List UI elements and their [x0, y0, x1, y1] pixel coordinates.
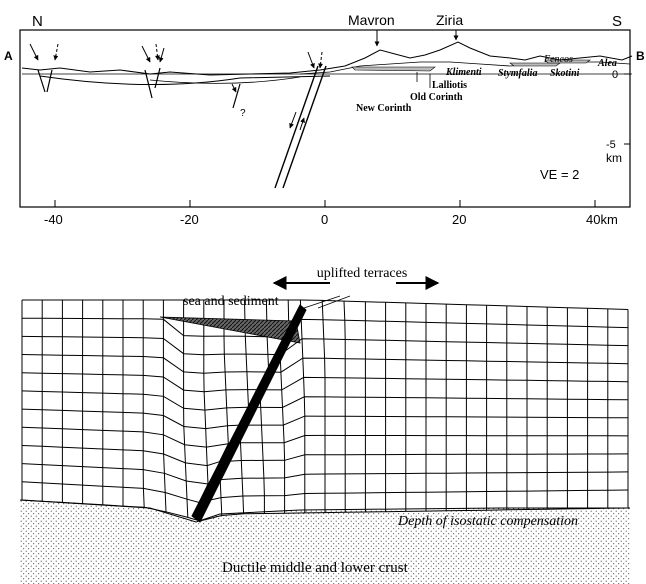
fault-arrow-5	[158, 47, 165, 63]
north-label: N	[32, 13, 43, 30]
master-fault-arrow-2	[318, 51, 324, 69]
grid-column-line	[299, 299, 306, 513]
x-tick-m20: -20	[180, 212, 199, 227]
south-lens-3	[544, 59, 591, 64]
feneos-label: Feneos	[543, 54, 573, 65]
depth-tick-0: 0	[612, 69, 618, 81]
depth-scale: 0 -5 km	[606, 69, 630, 165]
x-axis: -40 -20 0 20 40km	[44, 200, 618, 227]
fault-arrow-6	[231, 83, 237, 93]
main-fault	[191, 304, 307, 523]
fault-north-1	[37, 69, 46, 93]
basin-lower	[149, 76, 301, 84]
terrace-pointer-2	[317, 295, 351, 309]
fault-north-3	[144, 69, 153, 99]
x-tick-40: 40km	[586, 212, 618, 227]
master-fault-arrow-1	[307, 51, 315, 69]
master-fault-2	[282, 65, 327, 189]
section-end-a: A	[4, 49, 13, 63]
grid-column-line	[218, 300, 229, 516]
alea-label: Alea	[597, 58, 617, 69]
south-label: S	[612, 13, 622, 30]
model-panel: uplifted terraces sea and sediment Depth…	[19, 266, 630, 584]
compensation-depth-label: Depth of isostatic compensation	[397, 514, 578, 529]
grid-column-line	[321, 300, 326, 513]
ductile-crust-region	[20, 500, 630, 584]
topography-profile	[21, 41, 633, 76]
fault-arrow-1	[29, 43, 39, 61]
fault-arrow-3	[141, 45, 151, 63]
stymfalia-label: Stymfalia	[498, 68, 537, 79]
fault-arrow-2	[53, 43, 59, 61]
question-mark: ?	[240, 108, 246, 119]
lalliotis-label: Lalliotis	[432, 80, 467, 91]
fault-arrow-4	[154, 43, 160, 61]
uplifted-terraces-label: uplifted terraces	[317, 266, 408, 281]
x-tick-20: 20	[452, 212, 466, 227]
old-corinth-label: Old Corinth	[410, 92, 463, 103]
skotini-label: Skotini	[550, 68, 580, 79]
grid-column-line	[183, 300, 189, 518]
x-tick-0: 0	[321, 212, 328, 227]
fault-north-4	[154, 67, 161, 89]
vertical-exaggeration: VE = 2	[540, 167, 579, 182]
grid-column-line	[142, 300, 145, 508]
sediment-wedge	[159, 316, 301, 344]
south-lens-1	[351, 66, 436, 72]
basin-floor	[39, 75, 331, 86]
ziria-label: Ziria	[436, 12, 463, 28]
depth-unit: km	[606, 151, 622, 165]
mavron-label: Mavron	[348, 12, 395, 28]
sea-sediment-label: sea and sediment	[183, 294, 279, 309]
grid-column-line	[162, 300, 167, 512]
fault-mid	[232, 83, 241, 109]
depth-tick-5: -5	[606, 139, 616, 151]
south-lens-2	[509, 62, 561, 67]
terrace-pointer-1	[303, 295, 341, 309]
new-corinth-label: New Corinth	[356, 103, 412, 114]
master-fault-slip-2	[299, 117, 305, 131]
x-tick-m40: -40	[44, 212, 63, 227]
master-fault-slip-1	[289, 111, 297, 129]
grid-row-line	[21, 335, 629, 356]
uplifted-label: uplifted terraces	[317, 266, 408, 281]
ductile-crust-label: Ductile middle and lower crust	[222, 560, 409, 576]
cross-section-panel: A B N S Mavron Ziria Feneos Alea Kliment…	[4, 12, 645, 227]
grid-column-line	[343, 301, 346, 513]
fault-north-2	[46, 69, 53, 93]
section-end-b: B	[636, 49, 645, 63]
grid-row-line	[22, 299, 629, 310]
crust-grid	[21, 299, 629, 522]
grid-row-line	[21, 317, 629, 338]
grid-column-line	[259, 299, 270, 514]
klimenti-label: Klimenti	[445, 67, 482, 78]
master-fault-1	[274, 65, 319, 189]
